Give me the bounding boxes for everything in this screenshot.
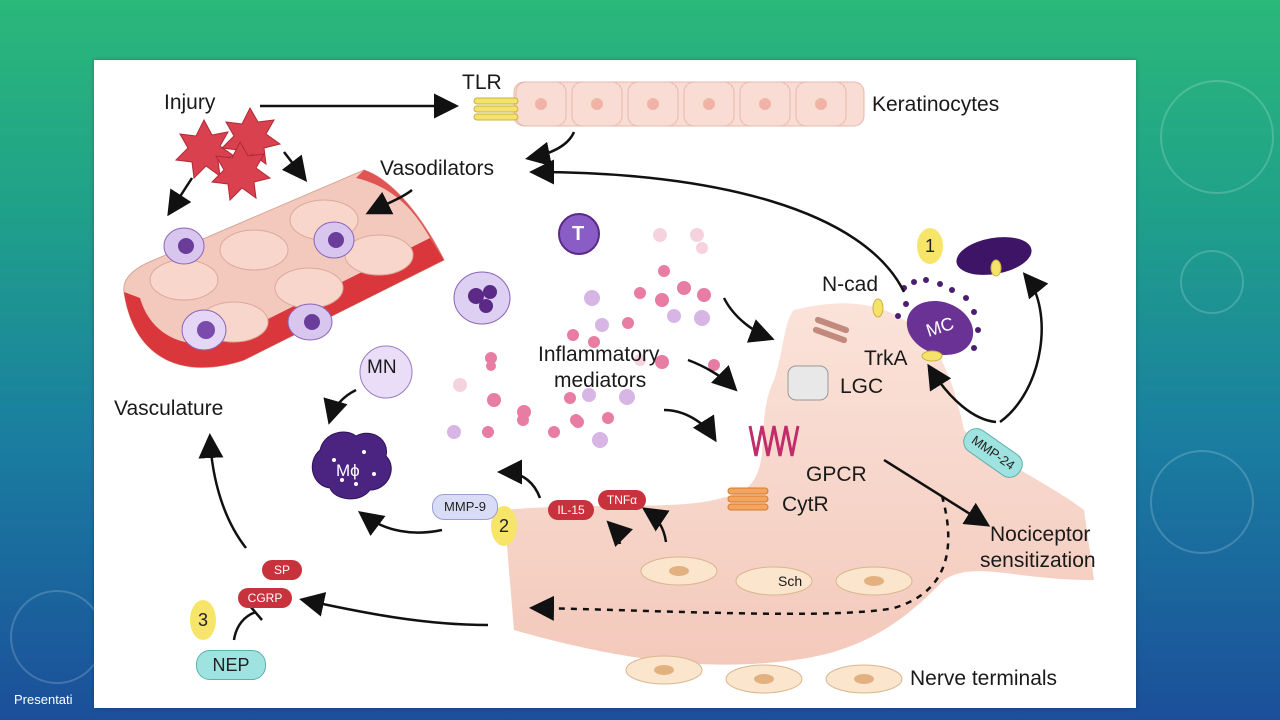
footer-blurred-text: [110, 694, 680, 708]
pill-sp: SP: [262, 560, 302, 580]
schwann-cells: [625, 556, 913, 694]
keratinocyte-row: [513, 81, 865, 127]
macrophage: [311, 431, 392, 500]
gpcr-receptor: [748, 425, 800, 457]
pill-mmp-9: MMP-9: [432, 494, 498, 520]
inhibition-line: [232, 605, 263, 641]
label-schwann: Sch: [778, 573, 803, 589]
pill-tnfa: TNFα: [598, 490, 646, 510]
figure-panel: Injury TLR Keratinocytes Vasodilators Va…: [94, 60, 1136, 708]
background-ring: [1150, 450, 1254, 554]
badge-3: 3: [190, 600, 216, 640]
background-ring: [1160, 80, 1274, 194]
label-sensitization: sensitization: [980, 549, 1096, 572]
label-cytr: CytR: [782, 493, 829, 516]
label-mn: MN: [367, 357, 397, 378]
n-cad-junction: [872, 298, 884, 318]
label-injury: Injury: [164, 91, 216, 114]
pill-cgrp: CGRP: [238, 588, 292, 608]
label-nerve-terminals: Nerve terminals: [910, 667, 1058, 690]
background-ring: [1180, 250, 1244, 314]
label-n-cad: N-cad: [822, 273, 879, 296]
label-vasculature: Vasculature: [114, 397, 224, 420]
label-keratinocytes: Keratinocytes: [872, 93, 1000, 116]
badge-1: 1: [917, 228, 943, 264]
lgc-channel: [787, 365, 829, 401]
label-lgc: LGC: [840, 375, 884, 398]
cytr-receptor: [727, 487, 769, 511]
label-trka: TrkA: [864, 347, 908, 370]
pill-il-15: IL-15: [548, 500, 594, 520]
label-tlr: TLR: [462, 71, 502, 94]
pill-nep: NEP: [196, 650, 266, 680]
t-cell: [558, 213, 600, 255]
tlr-receptor: [473, 97, 519, 121]
degranulated-mast-cell: [956, 237, 1032, 277]
trka-receptor: [812, 316, 850, 344]
inflammatory-mediator-particles: [447, 228, 720, 448]
figure-diagram: [123, 81, 1094, 694]
background-ring: [10, 590, 104, 684]
label-macrophage: Mϕ: [336, 461, 360, 480]
injury-stars: [174, 106, 282, 202]
label-nociceptor: Nociceptor: [990, 523, 1091, 546]
label-inflammatory: Inflammatory: [538, 343, 660, 366]
vessel-leukocytes: [163, 221, 355, 351]
monocyte: [359, 345, 413, 399]
neutrophil: [453, 271, 511, 325]
presentation-footer: Presentati: [14, 692, 73, 707]
mast-cell: [895, 277, 981, 362]
label-gpcr: GPCR: [806, 463, 867, 486]
pathway-arrows: [167, 93, 1049, 627]
label-vasodilators: Vasodilators: [380, 157, 495, 180]
label-t-cell: T: [572, 223, 585, 245]
label-mediators: mediators: [554, 369, 647, 392]
